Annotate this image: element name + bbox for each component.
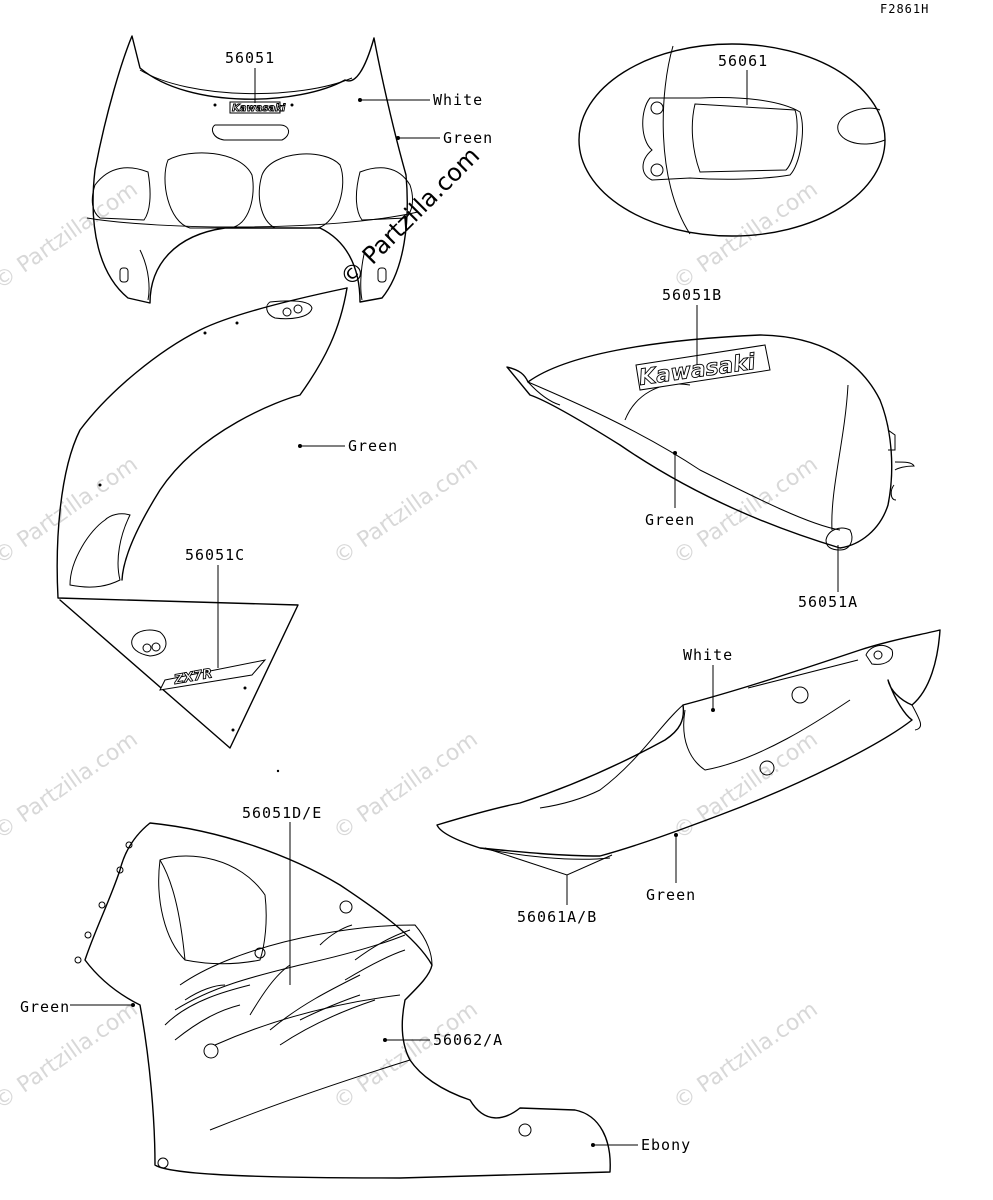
upper-cowl: Kawasaki bbox=[86, 35, 419, 304]
watermark-dark: © Partzilla.com bbox=[334, 141, 485, 292]
callout-lower-ebony: Ebony bbox=[641, 1136, 691, 1154]
side-fairing: ZX7R bbox=[56, 287, 348, 749]
callout-56051: 56051 bbox=[225, 49, 275, 67]
callout-56051de: 56051D/E bbox=[242, 804, 322, 822]
callout-lower-green: Green bbox=[20, 998, 70, 1016]
callout-side-green: Green bbox=[348, 437, 398, 455]
callout-56061ab: 56061A/B bbox=[517, 908, 597, 926]
callout-56051c: 56051C bbox=[185, 546, 245, 564]
callout-upper-green: Green bbox=[443, 129, 493, 147]
watermark: © Partzilla.com bbox=[0, 727, 143, 845]
callout-tank-green: Green bbox=[645, 511, 695, 529]
callout-56061: 56061 bbox=[718, 52, 768, 70]
watermark: © Partzilla.com bbox=[329, 997, 482, 1115]
callout-tail-green: Green bbox=[646, 886, 696, 904]
callout-upper-white: White bbox=[433, 91, 483, 109]
tank-top-cover bbox=[578, 43, 886, 237]
callout-tail-white: White bbox=[683, 646, 733, 664]
callout-56051b: 56051B bbox=[662, 286, 722, 304]
lower-cowl bbox=[74, 822, 611, 1179]
watermark: © Partzilla.com bbox=[329, 452, 482, 570]
fuel-tank: Kawasaki bbox=[506, 334, 915, 551]
watermark: © Partzilla.com bbox=[0, 452, 143, 570]
figure-code: F2861H bbox=[880, 2, 929, 16]
watermark: © Partzilla.com bbox=[329, 727, 482, 845]
zx7r-logo: ZX7R bbox=[172, 666, 214, 688]
callout-56051a: 56051A bbox=[798, 593, 858, 611]
watermark: © Partzilla.com bbox=[669, 997, 822, 1115]
tail-cowl bbox=[436, 629, 941, 860]
kawasaki-logo: Kawasaki bbox=[232, 103, 286, 114]
watermark: © Partzilla.com bbox=[669, 727, 822, 845]
watermark: © Partzilla.com bbox=[0, 177, 143, 295]
callout-56062a: 56062/A bbox=[433, 1031, 503, 1049]
